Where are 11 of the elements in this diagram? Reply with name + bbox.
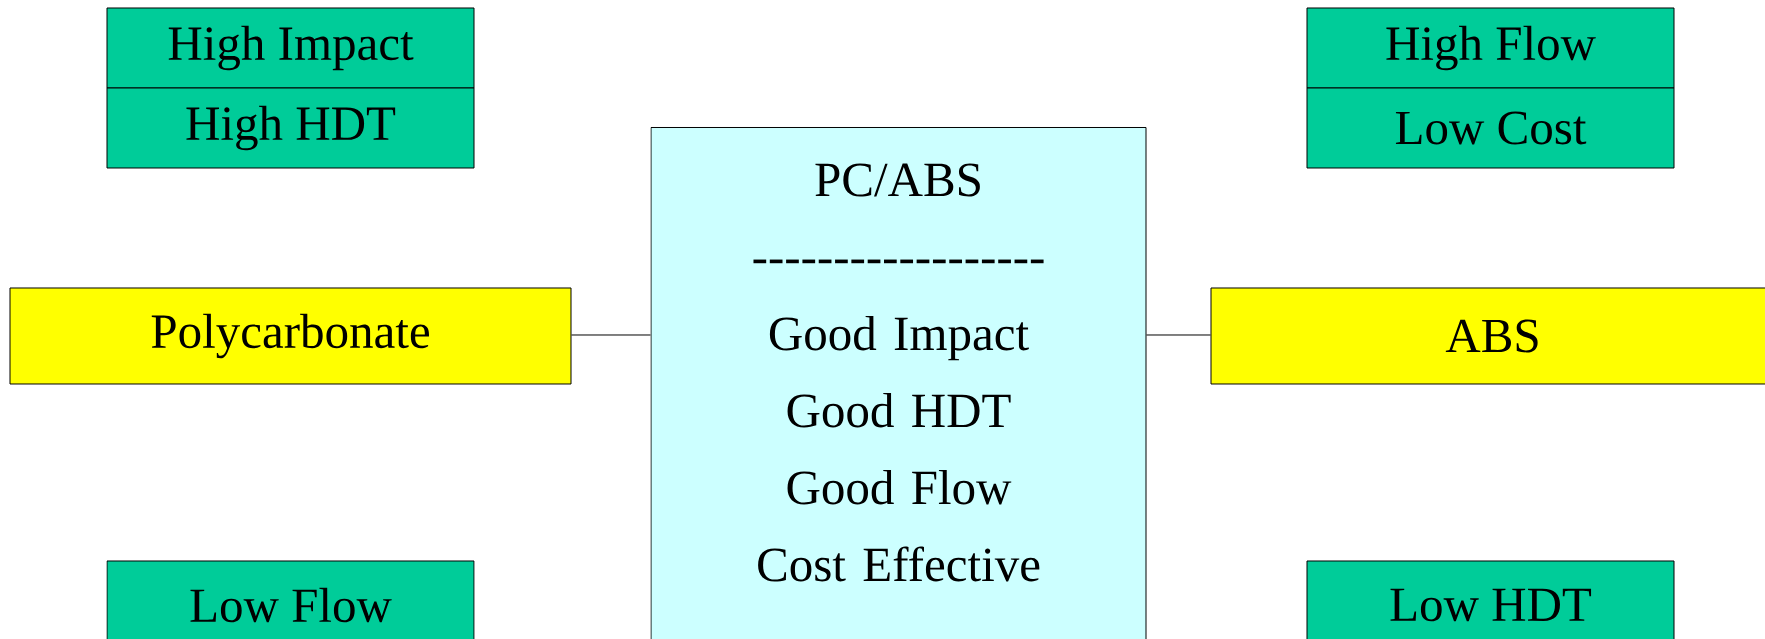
material-box: Polycarbonate (9, 287, 572, 385)
property-box: Low HDT (1306, 560, 1675, 639)
blend-box: PC/ABS ------------------ Good Impact Good HDT Good Flow Cost Effective (650, 127, 1147, 639)
property-box: High Flow (1306, 7, 1675, 89)
property-box: Low Cost (1306, 87, 1675, 169)
material-box: ABS (1210, 287, 1765, 385)
connector-line (1146, 334, 1211, 336)
property-box: Low Flow (106, 560, 475, 639)
property-box: High HDT (106, 87, 475, 169)
property-box: High Impact (106, 7, 475, 89)
connector-line (571, 334, 651, 336)
